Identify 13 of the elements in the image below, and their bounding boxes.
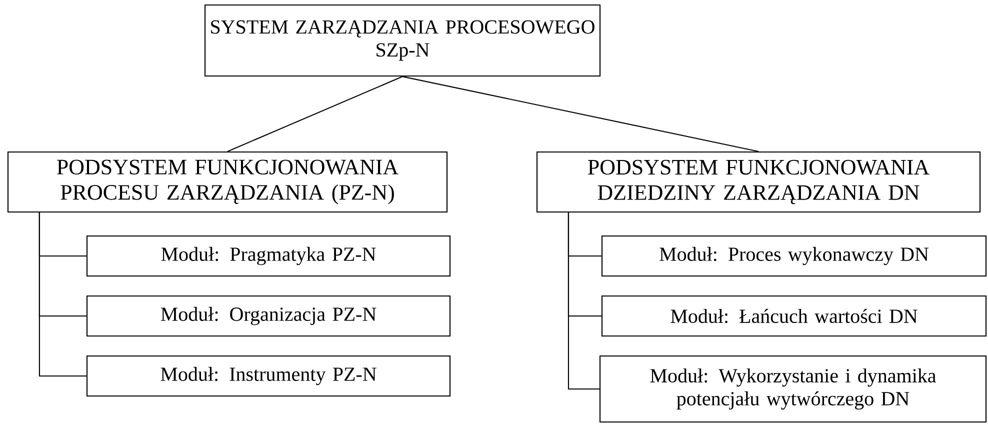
module-box: Moduł: Łańcuch wartości DN bbox=[601, 295, 987, 337]
module-box: Moduł: Wykorzystanie i dynamika potencjału wytwórczego DN bbox=[599, 355, 987, 423]
connector-line bbox=[402, 76, 759, 152]
module-box: Moduł: Organizacja PZ-N bbox=[86, 295, 451, 337]
module-box: Moduł: Instrumenty PZ-N bbox=[86, 355, 451, 397]
connector-line bbox=[568, 212, 600, 390]
subsystem-box: PODSYSTEM FUNKCJONOWANIA PROCESU ZARZĄDZANIA (PZ-N) bbox=[7, 151, 448, 213]
system-box: SYSTEM ZARZĄDZANIA PROCESOWEGO SZp-N bbox=[204, 4, 601, 77]
module-box: Moduł: Pragmatyka PZ-N bbox=[86, 235, 451, 277]
connector-line bbox=[227, 76, 403, 152]
connector-line bbox=[38, 212, 86, 377]
subsystem-box: PODSYSTEM FUNKCJONOWANIA DZIEDZINY ZARZĄDZANIA DN bbox=[536, 151, 981, 213]
module-box: Moduł: Proces wykonawczy DN bbox=[601, 235, 987, 277]
